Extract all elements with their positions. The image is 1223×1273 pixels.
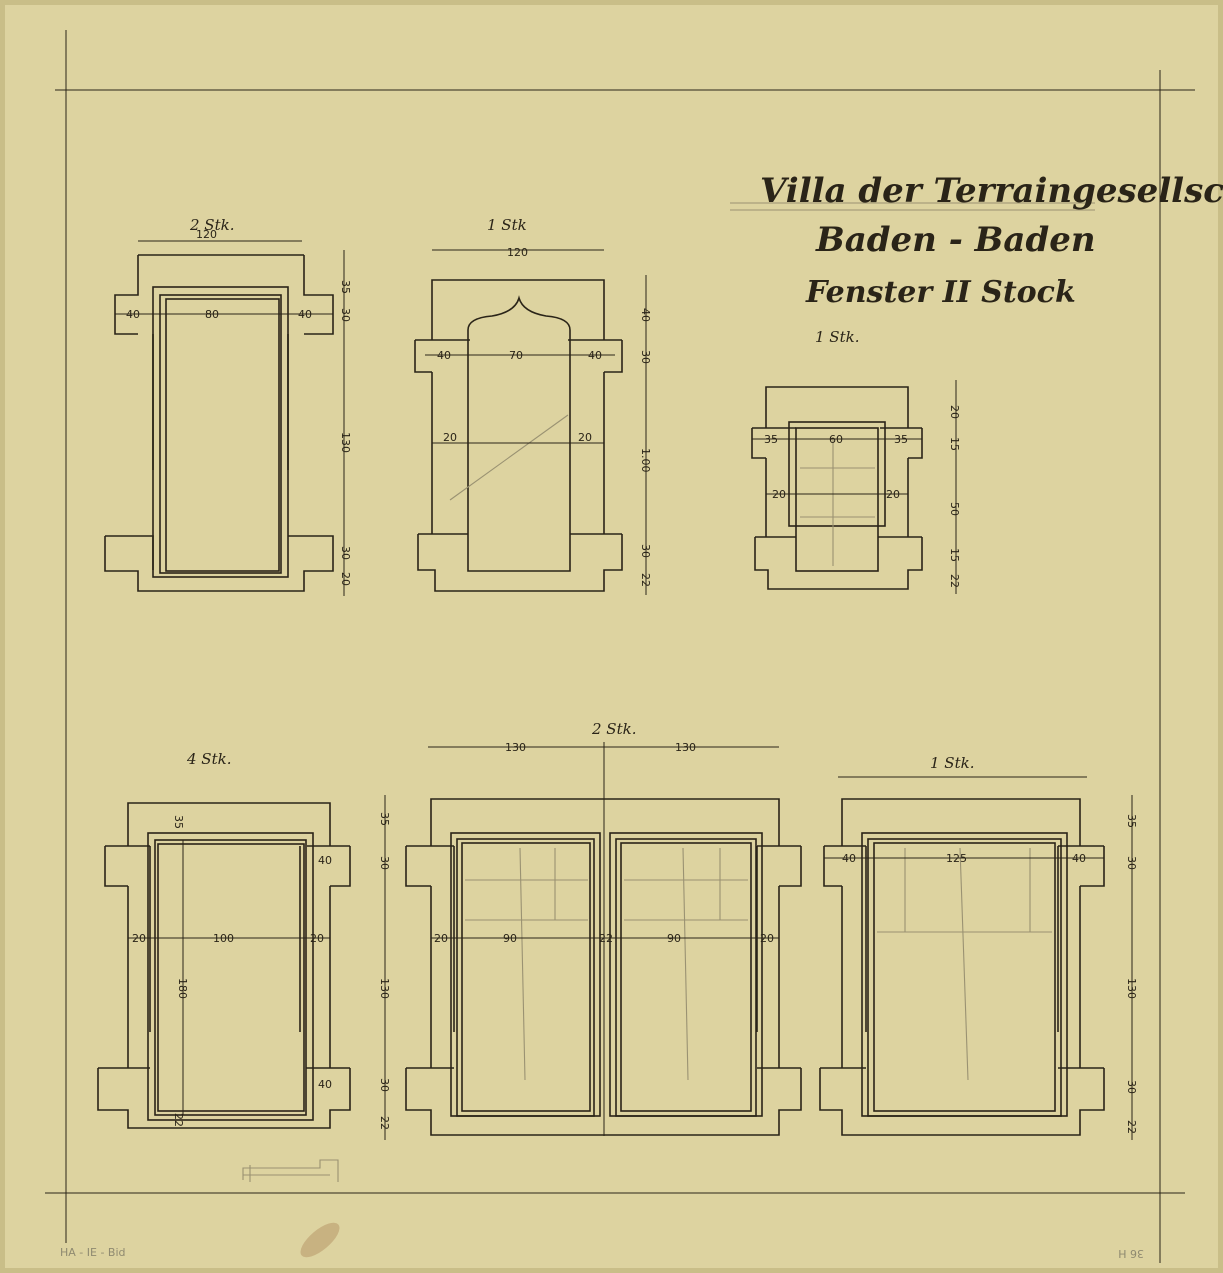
w4-base: 22: [172, 1113, 185, 1127]
archive-mark: HA - IE - Bid: [60, 1246, 126, 1259]
w2-lintel: 30: [639, 350, 652, 364]
w3-jamb-left: 20: [772, 488, 786, 501]
w1-lintel: 30: [339, 308, 352, 322]
w3-sill: 15: [948, 548, 961, 562]
w5-half-left: 130: [505, 741, 526, 754]
w3-jamb-right: 20: [886, 488, 900, 501]
w3-side-left: 35: [764, 433, 778, 446]
window3-quantity: 1 Stk.: [815, 328, 859, 346]
w5-inner-left: 90: [503, 932, 517, 945]
title-line3: Fenster II Stock: [805, 275, 1076, 310]
w4-side-lower: 40: [318, 1078, 332, 1091]
w4-side-upper: 40: [318, 854, 332, 867]
w5-sill: 30: [378, 1078, 391, 1092]
w4-height: 180: [176, 978, 189, 999]
w5-jamb-right: 20: [760, 932, 774, 945]
w5-height: 130: [378, 978, 391, 999]
window1-quantity: 2 Stk.: [189, 216, 234, 234]
window-elevation-6: 1 Stk. 40 125 40 35 30 130 30 22: [819, 754, 1138, 1140]
w2-base: 22: [639, 573, 652, 587]
window-elevation-1: 2 Stk. 120 40 80 40 35 30 130 30 20: [104, 216, 352, 596]
w6-lintel: 30: [1125, 856, 1138, 870]
w6-inner-width: 125: [946, 852, 967, 865]
w3-height: 50: [948, 502, 961, 516]
window-elevation-3: 1 Stk. 35 60 35 20 20 20 15 50 15 22: [751, 328, 961, 594]
w2-jamb-left: 20: [443, 431, 457, 444]
pencil-sketch: [242, 1159, 339, 1182]
w1-top: 35: [339, 280, 352, 294]
w6-top: 35: [1125, 814, 1138, 828]
w4-jamb-right: 20: [310, 932, 324, 945]
title-block: Villa der Terraingesellschaft Baden - Ba…: [730, 171, 1223, 310]
w1-sill: 30: [339, 546, 352, 560]
w5-mid: 22: [599, 932, 613, 945]
w2-side-right: 40: [588, 349, 602, 362]
w2-arch: 40: [639, 308, 652, 322]
w5-base: 22: [378, 1116, 391, 1130]
ink-stain: [300, 1222, 340, 1258]
w5-inner-right: 90: [667, 932, 681, 945]
w6-sill: 30: [1125, 1080, 1138, 1094]
w3-lintel: 15: [948, 437, 961, 451]
title-line2: Baden - Baden: [815, 220, 1096, 260]
w2-sill: 30: [639, 544, 652, 558]
w1-height: 130: [339, 432, 352, 453]
window2-quantity: 1 Stk: [487, 216, 527, 234]
window-elevation-2: 1 Stk 120 40 70 40 20 20 40 30 1.00 30 2…: [414, 216, 652, 595]
w3-top: 20: [948, 405, 961, 419]
w4-top: 35: [172, 815, 185, 829]
w2-jamb-right: 20: [578, 431, 592, 444]
w2-total-width: 120: [507, 246, 528, 259]
w1-side-right: 40: [298, 308, 312, 321]
w5-top: 35: [378, 812, 391, 826]
w3-inner-width: 60: [829, 433, 843, 446]
window6-quantity: 1 Stk.: [930, 754, 974, 772]
w2-inner-width: 70: [509, 349, 523, 362]
sheet-border: [45, 30, 1195, 1263]
w2-side-left: 40: [437, 349, 451, 362]
w5-jamb-left: 20: [434, 932, 448, 945]
w1-inner-width: 80: [205, 308, 219, 321]
corner-mark: 36 H: [1118, 1247, 1144, 1260]
window-elevation-4: 4 Stk. 20 100 20 40 40 180 35 22: [97, 750, 351, 1129]
w4-inner-width: 100: [213, 932, 234, 945]
w5-half-right: 130: [675, 741, 696, 754]
w3-side-right: 35: [894, 433, 908, 446]
w6-height: 130: [1125, 978, 1138, 999]
w2-height: 1.00: [639, 448, 652, 473]
w6-side-right: 40: [1072, 852, 1086, 865]
window4-quantity: 4 Stk.: [186, 750, 231, 768]
w1-total-width: 120: [196, 228, 217, 241]
w1-side-left: 40: [126, 308, 140, 321]
w6-side-left: 40: [842, 852, 856, 865]
w3-base: 22: [948, 574, 961, 588]
w5-lintel: 30: [378, 856, 391, 870]
title-line1: Villa der Terraingesellschaft: [760, 171, 1223, 211]
w6-base: 22: [1125, 1120, 1138, 1134]
w1-base: 20: [339, 572, 352, 586]
window5-quantity: 2 Stk.: [591, 720, 636, 738]
w4-jamb-left: 20: [132, 932, 146, 945]
window-elevation-5: 2 Stk. 130 130 20 9: [378, 720, 802, 1140]
